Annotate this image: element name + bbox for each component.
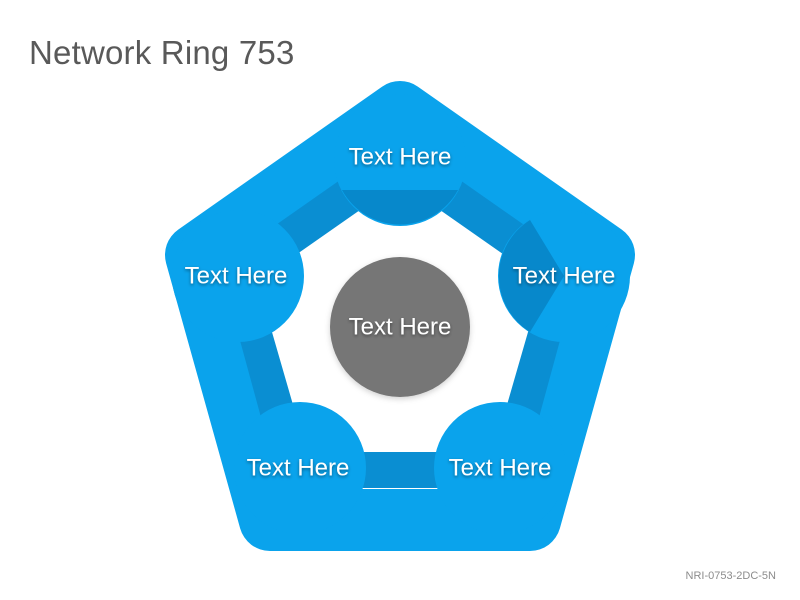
ring-node-bottom-left-label: Text Here — [247, 455, 350, 482]
ring-node-right-label: Text Here — [513, 263, 616, 290]
ring-node-bottom-right-label: Text Here — [449, 455, 552, 482]
ring-node-right: Text Here — [498, 210, 630, 342]
ring-node-top: Text Here — [334, 94, 466, 226]
center-hub-label: Text Here — [349, 314, 452, 341]
center-hub: Text Here — [330, 257, 470, 397]
ring-node-bottom-left: Text Here — [234, 402, 366, 534]
ring-node-bottom-right: Text Here — [434, 402, 566, 534]
ring-node-left-label: Text Here — [185, 263, 288, 290]
ring-node-left: Text Here — [172, 210, 304, 342]
diagram-title: Network Ring 753 — [29, 34, 295, 71]
diagram-code: NRI-0753-2DC-5N — [685, 570, 776, 582]
ring-node-top-label: Text Here — [349, 144, 452, 171]
